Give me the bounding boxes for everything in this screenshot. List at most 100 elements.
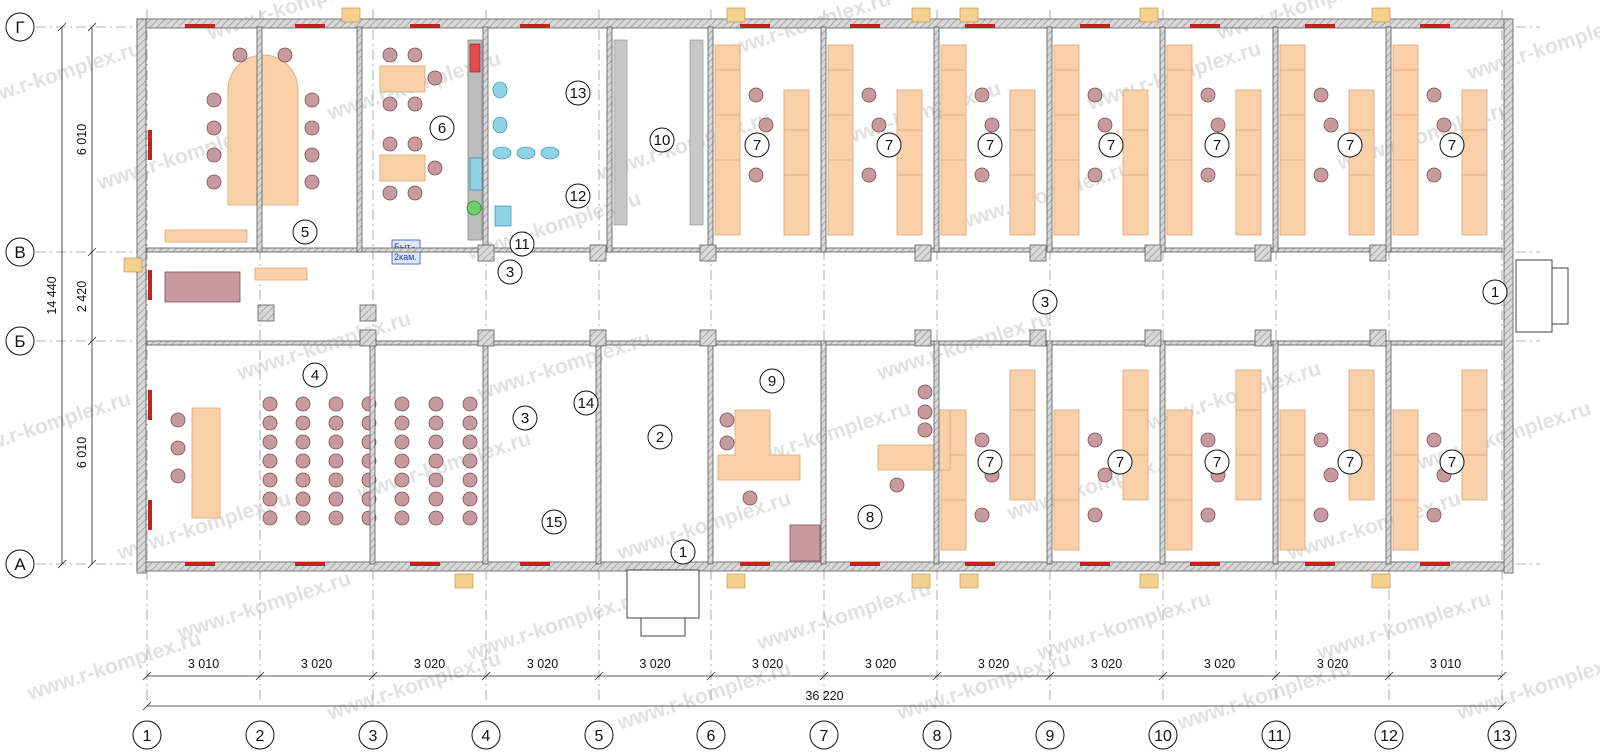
desk-column [1279,44,1306,236]
air-conditioner [911,7,931,23]
desk-column [783,89,810,236]
wall-segment [606,26,613,253]
room-number: 5 [301,224,309,241]
window [850,24,880,28]
room-number: 1 [679,544,687,561]
wall-segment [933,340,940,565]
desk-column [1235,369,1262,501]
dining-chair [382,96,398,112]
row-axis-bubble [5,12,35,42]
dimension-tick [87,247,97,257]
office-chair [1426,507,1442,523]
wall-segment [256,26,263,253]
total-width: 14 440 [45,276,59,314]
wall-segment [1046,26,1053,253]
office-chair [1436,117,1452,133]
conference-chair [304,92,320,108]
air-conditioner [454,573,474,589]
wall-segment [1272,26,1279,253]
auditorium-seat [262,434,278,450]
room-number-circle [1482,279,1508,305]
dimension-tick [1158,671,1168,681]
auditorium-seat [262,415,278,431]
wall-segment [820,340,827,565]
air-conditioner [123,257,143,273]
span-dimension: 6 010 [75,437,89,468]
wall-segment [1254,329,1272,347]
auditorium-seat [394,434,410,450]
bay-dimension: 3 020 [639,657,670,671]
auditorium-seat [328,434,344,450]
office-chair [1087,432,1103,448]
wall-segment [356,26,363,253]
auditorium-seat [394,453,410,469]
col-axis-bubble [245,720,275,750]
col-axis-label: 9 [1046,728,1055,745]
desk-column [896,89,923,236]
office-chair [917,384,933,400]
room-number-circle [857,504,883,530]
conference-chair [304,174,320,190]
auditorium-seat [295,510,311,526]
auditorium-seat [462,472,478,488]
wall-segment [1254,244,1272,262]
room-number-circle [509,231,535,257]
dining-chair [427,160,443,176]
room-number: 7 [986,454,994,471]
office-chair [1200,432,1216,448]
bay-dimension: 3 010 [1430,657,1461,671]
office-chair [1200,87,1216,103]
wall-segment [933,26,940,253]
executive-desk [717,409,801,481]
auditorium-seat [328,415,344,431]
col-axis-label: 12 [1380,728,1398,745]
watermark-text: www.r-komplex.ru [0,37,144,115]
room-number: 7 [986,137,994,154]
auditorium-seat [428,453,444,469]
auditorium-seat [428,415,444,431]
dimension-tick [1497,671,1507,681]
window [1420,24,1450,28]
storage-rack [613,39,628,226]
desk-column [1053,44,1080,236]
room-number: 7 [753,137,761,154]
room-number: 15 [546,514,563,531]
auditorium-seat [295,396,311,412]
col-axis-bubble [1148,720,1178,750]
room-number: 7 [1346,137,1354,154]
office-chair [719,435,735,451]
auditorium-seat [328,491,344,507]
dining-chair [407,185,423,201]
bay-dimension: 3 020 [1091,657,1122,671]
col-axis-label: 8 [933,728,942,745]
conference-chair [206,92,222,108]
walls-layer [123,7,1569,637]
dimension-tick [594,671,604,681]
room-number-circle [1439,449,1465,475]
col-axis-label: 4 [482,728,491,745]
dimension-tick [87,22,97,32]
cabinet [254,267,308,281]
auditorium-seat [462,453,478,469]
air-conditioner [341,7,361,23]
office-chair [1087,87,1103,103]
window [1080,24,1110,28]
washbasin [492,146,512,160]
office-chair [974,432,990,448]
room-number-circle [429,115,455,141]
wall-segment [1159,26,1166,253]
room-number-circle [1032,289,1058,315]
auditorium-seat [462,434,478,450]
auditorium-seat [462,491,478,507]
room-number: 3 [506,264,514,281]
wall-segment [1144,329,1162,347]
auditorium-seat [428,434,444,450]
col-axis-label: 1 [143,728,152,745]
wall-segment [359,329,377,347]
auditorium-seat [295,415,311,431]
bay-dimension: 3 020 [527,657,558,671]
office-chair [861,167,877,183]
wall-segment [1385,26,1392,253]
window [185,562,215,566]
